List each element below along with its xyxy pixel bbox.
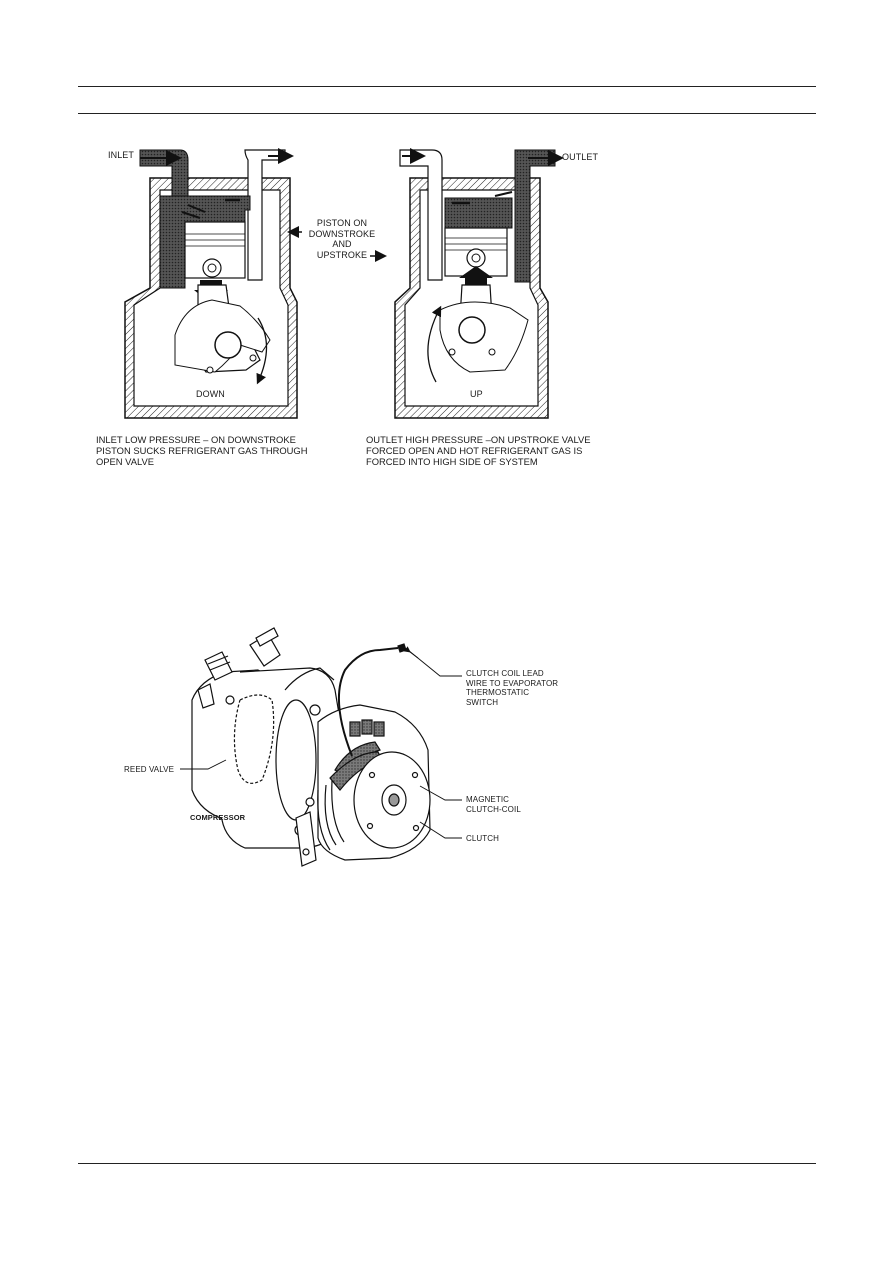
piston-stroke-label: PISTON ON DOWNSTROKE AND UPSTROKE xyxy=(308,218,376,260)
footer-rule xyxy=(78,1163,816,1164)
header-rule-bottom xyxy=(78,113,816,114)
outlet-label: OUTLET xyxy=(562,152,599,162)
up-label: UP xyxy=(470,389,483,399)
down-label: DOWN xyxy=(196,389,225,399)
right-cylinder xyxy=(394,148,564,419)
header-rule-top xyxy=(78,86,816,87)
magnetic-clutch-coil-label: MAGNETIC CLUTCH-COIL xyxy=(466,795,521,814)
compressor-drawing xyxy=(180,627,462,867)
reed-valve-label: REED VALVE xyxy=(124,765,175,774)
left-cylinder xyxy=(124,148,298,419)
caption-upstroke: OUTLET HIGH PRESSURE –ON UPSTROKE VALVE … xyxy=(366,434,591,467)
compressor-title: COMPRESSOR xyxy=(190,813,246,822)
inlet-label: INLET xyxy=(108,150,135,160)
caption-downstroke: INLET LOW PRESSURE – ON DOWNSTROKE PISTO… xyxy=(96,434,308,467)
clutch-label: CLUTCH xyxy=(466,834,500,843)
lead-wire-label: CLUTCH COIL LEAD WIRE TO EVAPORATOR THER… xyxy=(466,669,559,707)
